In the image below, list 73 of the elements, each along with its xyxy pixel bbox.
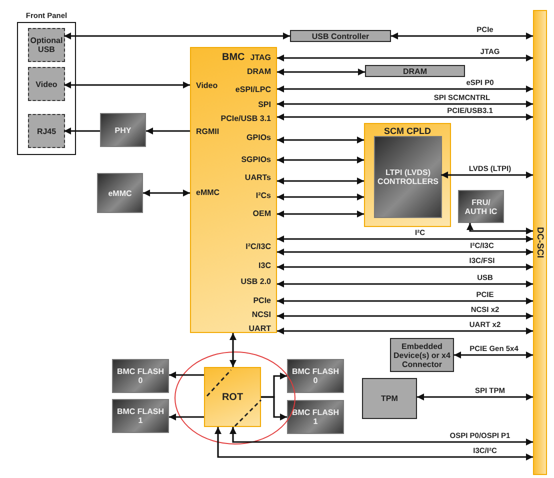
port-label: I²Cs xyxy=(256,191,271,200)
rot-box: ROT xyxy=(204,367,261,427)
device-box: Embedded Device(s) or x4 Connector xyxy=(390,338,454,372)
port-label: UARTs xyxy=(244,173,271,182)
port-label: PCIe/USB 3.1 xyxy=(220,114,271,123)
arrow xyxy=(230,427,533,446)
device-box: USB Controller xyxy=(290,30,391,42)
chip-box: BMC FLASH 1 xyxy=(287,400,344,434)
arrow xyxy=(277,248,533,256)
arrow xyxy=(261,396,287,420)
port-label: I3C xyxy=(258,261,271,270)
arrow xyxy=(277,236,533,242)
chip-box: BMC FLASH 0 xyxy=(287,359,344,393)
port-label: NCSI xyxy=(252,310,271,319)
arrow xyxy=(146,128,190,134)
port-label: eSPI/LPC xyxy=(235,85,271,94)
block-title: SCM CPLD xyxy=(384,127,431,136)
arrow xyxy=(277,86,533,92)
arrow xyxy=(143,190,190,196)
arrow xyxy=(169,372,204,378)
chip-box: PHY xyxy=(100,113,146,147)
arrow xyxy=(391,32,533,40)
port-label: USB 2.0 xyxy=(240,277,271,286)
port-label: I²C/I3C xyxy=(246,242,271,251)
port-label: SGPIOs xyxy=(241,155,271,164)
arrow xyxy=(64,82,190,88)
port-label: UART xyxy=(248,324,271,333)
port-label: OEM xyxy=(252,209,271,218)
port-label: DRAM xyxy=(247,67,271,76)
chip-box: FRU/ AUTH IC xyxy=(458,190,504,223)
port-box: Optional USB xyxy=(28,28,65,62)
arrow xyxy=(64,32,290,40)
bmc-chip-box xyxy=(190,47,277,333)
port-label: JTAG xyxy=(250,53,271,62)
arrow xyxy=(277,156,364,164)
port-box: RJ45 xyxy=(28,114,65,148)
arrow xyxy=(277,264,533,270)
cpld-box xyxy=(364,123,451,227)
port-label: SPI xyxy=(258,100,271,109)
device-box: DRAM xyxy=(365,65,465,77)
port-label: eMMC xyxy=(196,188,220,197)
arrow xyxy=(441,172,533,178)
arrow xyxy=(277,100,533,108)
arrow xyxy=(277,194,364,200)
arrow xyxy=(169,414,204,420)
chip-box: BMC FLASH 1 xyxy=(112,399,169,433)
port-label: PCIe xyxy=(253,296,271,305)
arrow xyxy=(277,54,533,62)
arrow xyxy=(277,68,365,76)
chip-box: BMC FLASH 0 xyxy=(112,359,169,393)
arrow xyxy=(417,394,533,400)
arrow xyxy=(230,333,236,367)
arrow xyxy=(277,210,364,218)
arrow xyxy=(64,128,100,134)
chip-box: LTPI (LVDS) CONTROLLERS xyxy=(374,136,442,218)
chip-box: eMMC xyxy=(97,173,143,213)
arrow xyxy=(277,178,364,184)
arrow xyxy=(466,223,533,234)
bus-bar: DC-SCI xyxy=(533,10,547,475)
port-label: RGMII xyxy=(196,127,220,136)
port-label: Video xyxy=(196,81,218,90)
port-box: Video xyxy=(28,67,65,101)
arrow xyxy=(454,352,533,358)
arrow xyxy=(277,328,533,334)
device-box: TPM xyxy=(362,378,417,419)
chip-title: BMC xyxy=(222,53,245,62)
arrow xyxy=(277,114,533,120)
port-label: GPIOs xyxy=(246,133,271,142)
arrow xyxy=(277,312,533,320)
arrow xyxy=(277,298,533,304)
arrow xyxy=(277,136,364,144)
arrow xyxy=(277,280,533,288)
arrow xyxy=(214,427,533,460)
